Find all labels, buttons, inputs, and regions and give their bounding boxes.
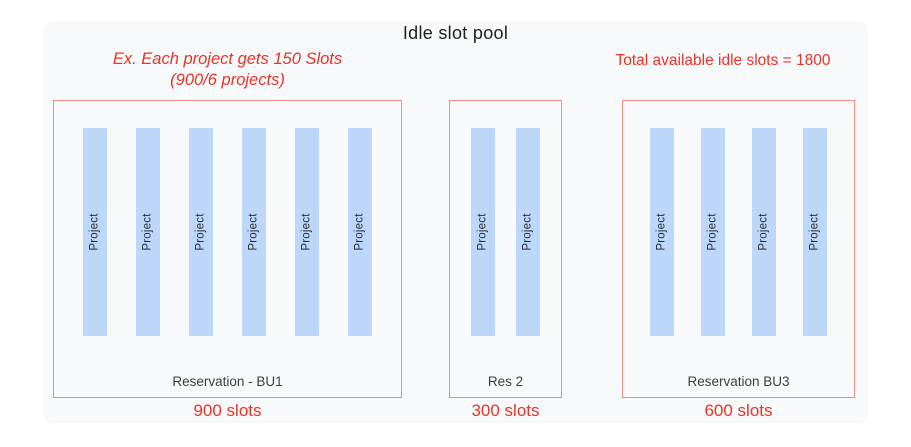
project-bar-label: Project	[809, 213, 822, 251]
annotation-line-2: (900/6 projects)	[170, 71, 285, 89]
project-bar-label: Project	[656, 213, 669, 251]
reservation-label-bu3: Reservation BU3	[687, 374, 790, 389]
reservation-box-bu3: Project Project Project Project Reservation…	[622, 100, 855, 398]
project-slot-bar: Project	[83, 128, 107, 336]
project-slot-bar: Project	[189, 128, 213, 336]
slots-count-label-res2: 300 slots	[471, 401, 540, 420]
diagram-title: Idle slot pool	[402, 23, 509, 43]
project-slot-bar: Project	[650, 128, 674, 336]
project-slot-bar: Project	[242, 128, 266, 336]
project-bar-label: Project	[142, 213, 155, 251]
project-bar-label: Project	[758, 213, 771, 251]
project-slot-bar: Project	[701, 128, 725, 336]
slots-count-label-bu1: 900 slots	[193, 401, 262, 420]
slots-count-label-bu3: 600 slots	[704, 401, 773, 420]
idle-slot-pool-panel: Idle slot pool Ex. Each project gets 150…	[43, 21, 868, 423]
project-slot-bar: Project	[471, 128, 495, 336]
project-bar-label: Project	[195, 213, 208, 251]
project-bar-label: Project	[477, 213, 490, 251]
example-annotation: Ex. Each project gets 150 Slots (900/6 p…	[53, 49, 402, 91]
project-bar-label: Project	[248, 213, 261, 251]
project-slot-bar: Project	[136, 128, 160, 336]
project-bar-label: Project	[707, 213, 720, 251]
project-slot-bar: Project	[348, 128, 372, 336]
project-bars-group: Project Project Project Project Project Proje…	[54, 128, 401, 336]
reservation-label-res2: Res 2	[487, 374, 524, 389]
reservation-box-res2: Project Project Res 2	[449, 100, 562, 398]
project-bars-group: Project Project	[450, 128, 561, 336]
project-bar-label: Project	[522, 213, 535, 251]
project-bar-label: Project	[89, 213, 102, 251]
project-bars-group: Project Project Project Project	[623, 128, 854, 336]
project-bar-label: Project	[354, 213, 367, 251]
reservation-box-bu1: Project Project Project Project Project Proje…	[53, 100, 402, 398]
project-bar-label: Project	[301, 213, 314, 251]
annotation-line-1: Ex. Each project gets 150 Slots	[112, 50, 343, 68]
project-slot-bar: Project	[803, 128, 827, 336]
reservation-label-bu1: Reservation - BU1	[172, 374, 283, 389]
project-slot-bar: Project	[295, 128, 319, 336]
project-slot-bar: Project	[752, 128, 776, 336]
total-idle-slots-note: Total available idle slots = 1800	[615, 52, 831, 69]
project-slot-bar: Project	[516, 128, 540, 336]
